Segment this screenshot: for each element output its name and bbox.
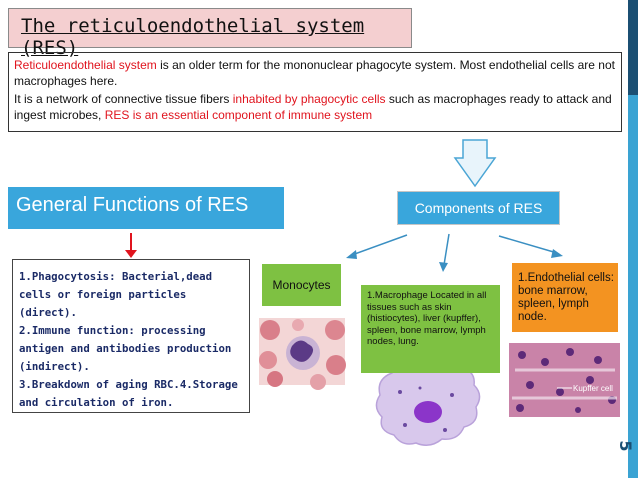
definition-paragraph-1: Reticuloendothelial system is an older t… <box>14 57 616 89</box>
slide-number: 5 <box>616 440 635 452</box>
definition-text-2b: such as macrophages ready to attack and … <box>14 92 612 122</box>
arrow-head-macrophage-icon <box>439 262 448 272</box>
arrow-to-monocytes <box>351 234 408 256</box>
kupffer-caption: Kupffer cell <box>573 384 613 393</box>
right-decor-band <box>628 0 638 478</box>
kupffer-micrograph: Kupffer cell <box>509 343 620 417</box>
red-arrow-head-icon <box>125 250 137 258</box>
function-item: 2.Immune function: processing antigen an… <box>19 324 232 373</box>
definition-text-1: is an older term for the mononuclear pha… <box>14 58 615 88</box>
title-box: The reticuloendothelial system (RES) <box>8 8 412 59</box>
monocytes-box: Monocytes <box>262 264 341 306</box>
endothelial-box: 1.Endothelial cells: bone marrow, spleen… <box>512 263 618 332</box>
components-heading: Components of RES <box>397 191 560 225</box>
definition-paragraph-2: It is a network of connective tissue fib… <box>14 91 616 123</box>
general-functions-heading: General Functions of RES <box>8 187 284 229</box>
arrow-to-macrophage <box>443 233 450 266</box>
page-title: The reticuloendothelial system (RES) <box>21 15 365 59</box>
definition-box: Reticuloendothelial system is an older t… <box>8 52 622 132</box>
down-arrow-icon <box>453 139 497 188</box>
functions-list: 1.Phagocytosis: Bacterial,dead cells or … <box>12 259 250 413</box>
definition-text-2a: It is a network of connective tissue fib… <box>14 92 233 106</box>
arrow-to-endothelial <box>498 235 558 254</box>
macrophage-box: 1.Macrophage Located in all tissues such… <box>361 285 500 373</box>
function-item: 3.Breakdown of aging RBC.4.Storage and c… <box>19 378 238 409</box>
arrow-head-monocytes-icon <box>346 250 357 259</box>
definition-highlight-1: inhabited by phagocytic cells <box>232 92 386 106</box>
right-decor-band-top <box>628 0 638 95</box>
arrow-head-endothelial-icon <box>551 249 563 258</box>
function-item: 1.Phagocytosis: Bacterial,dead cells or … <box>19 270 213 319</box>
definition-term: Reticuloendothelial system <box>14 58 157 72</box>
monocyte-micrograph <box>259 318 346 390</box>
definition-highlight-2: RES is an essential component of immune … <box>104 108 373 122</box>
